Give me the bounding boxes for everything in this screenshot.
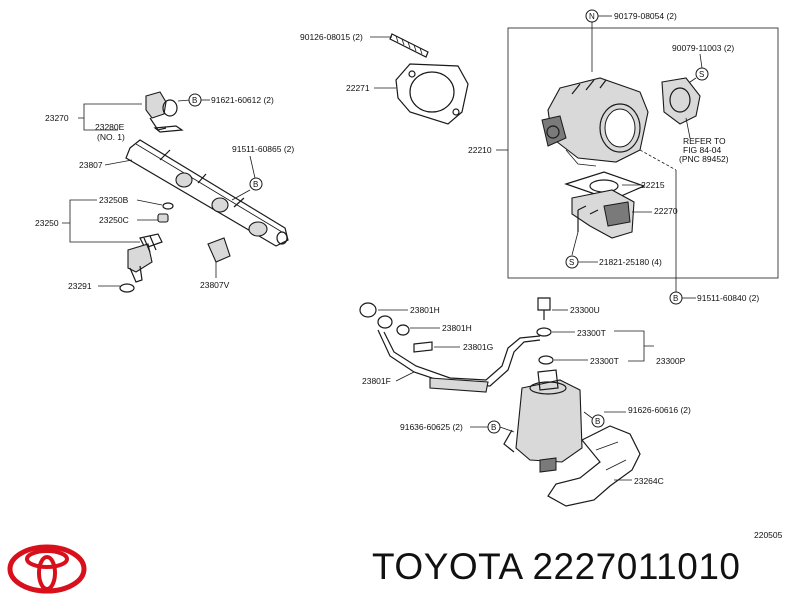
label-23250B: 23250B bbox=[99, 195, 129, 205]
union-ring-part bbox=[359, 302, 377, 318]
label-91511a: 91511-60865 (2) bbox=[232, 144, 294, 154]
callout-b-text: B bbox=[673, 294, 678, 303]
label-23250: 23250 bbox=[35, 218, 59, 228]
assembly-frame bbox=[507, 27, 779, 279]
filter-bracket-part bbox=[547, 425, 641, 507]
label-22271: 22271 bbox=[346, 83, 370, 93]
label-91636: 91636-60625 (2) bbox=[400, 422, 463, 432]
fuel-filter-group: 23801H 23801H 23801G 23801F 23300U 23300… bbox=[359, 297, 691, 507]
label-23300T-b: 23300T bbox=[590, 356, 619, 366]
fuel-pipe-part bbox=[377, 329, 541, 387]
brand-part-number: TOYOTA 2227011010 bbox=[372, 546, 741, 587]
callout-b-text: B bbox=[253, 180, 258, 189]
fuel-rail-group: 23270 23280E (NO. 1) B 91621-60612 (2) 2… bbox=[35, 91, 294, 293]
callout-s-icon bbox=[695, 67, 709, 81]
label-90079: 90079-11003 (2) bbox=[672, 43, 734, 53]
label-23801F: 23801F bbox=[362, 376, 391, 386]
label-23300T-a: 23300T bbox=[577, 328, 606, 338]
label-23801H-a: 23801H bbox=[410, 305, 440, 315]
callout-b-text: B bbox=[595, 417, 600, 426]
label-90126: 90126-08015 (2) bbox=[300, 32, 363, 42]
callout-b-text: B bbox=[192, 96, 197, 105]
label-23801H-b: 23801H bbox=[442, 323, 472, 333]
label-23807: 23807 bbox=[79, 160, 103, 170]
label-21821: 21821-25180 (4) bbox=[599, 257, 662, 267]
callout-b-icon bbox=[591, 414, 605, 428]
label-91621: 91621-60612 (2) bbox=[211, 95, 274, 105]
label-90179: 90179-08054 (2) bbox=[614, 11, 677, 21]
label-23801G: 23801G bbox=[463, 342, 493, 352]
label-23807V: 23807V bbox=[200, 280, 230, 290]
insulator-part bbox=[207, 237, 231, 263]
callout-b-text: B bbox=[491, 423, 496, 432]
label-23280E: 23280E bbox=[95, 122, 125, 132]
toyota-logo bbox=[7, 544, 87, 594]
throttle-gasket-part bbox=[395, 63, 469, 125]
refer-line-3: (PNC 89452) bbox=[679, 154, 729, 164]
gasket-group: 90126-08015 (2) 22271 bbox=[300, 32, 469, 125]
pressure-regulator-part bbox=[145, 91, 167, 119]
label-23300U: 23300U bbox=[570, 305, 600, 315]
label-23300P: 23300P bbox=[656, 356, 686, 366]
stud-bolt-part bbox=[389, 33, 429, 58]
label-22210: 22210 bbox=[468, 145, 492, 155]
label-23264C: 23264C bbox=[634, 476, 664, 486]
label-91511b: 91511-60840 (2) bbox=[697, 293, 759, 303]
callout-n-text: N bbox=[589, 12, 595, 21]
label-22215: 22215 bbox=[641, 180, 665, 190]
label-23270: 23270 bbox=[45, 113, 69, 123]
label-23280E-note: (NO. 1) bbox=[97, 132, 125, 142]
fuel-filter-part bbox=[515, 379, 583, 463]
throttle-body-group: 22210 N 90179-08054 (2) 90079-11003 (2) … bbox=[468, 9, 779, 305]
throttle-sensor-part bbox=[661, 77, 701, 125]
label-91626: 91626-60616 (2) bbox=[628, 405, 691, 415]
figure-code: 220505 bbox=[754, 530, 783, 540]
callout-b-icon bbox=[249, 177, 263, 191]
label-23291: 23291 bbox=[68, 281, 92, 291]
injector-part bbox=[139, 233, 163, 249]
callout-s-text: S bbox=[569, 258, 574, 267]
refer-line-1: REFER TO bbox=[683, 136, 726, 146]
refer-line-2: FIG 84-04 bbox=[683, 145, 722, 155]
fuel-rail-part bbox=[125, 139, 289, 247]
label-22270: 22270 bbox=[654, 206, 678, 216]
union-bolt-part bbox=[413, 341, 433, 353]
callout-s-text: S bbox=[699, 70, 704, 79]
filter-bolt-part bbox=[537, 297, 551, 311]
label-23250C: 23250C bbox=[99, 215, 129, 225]
idle-air-control-valve-part bbox=[571, 189, 635, 239]
